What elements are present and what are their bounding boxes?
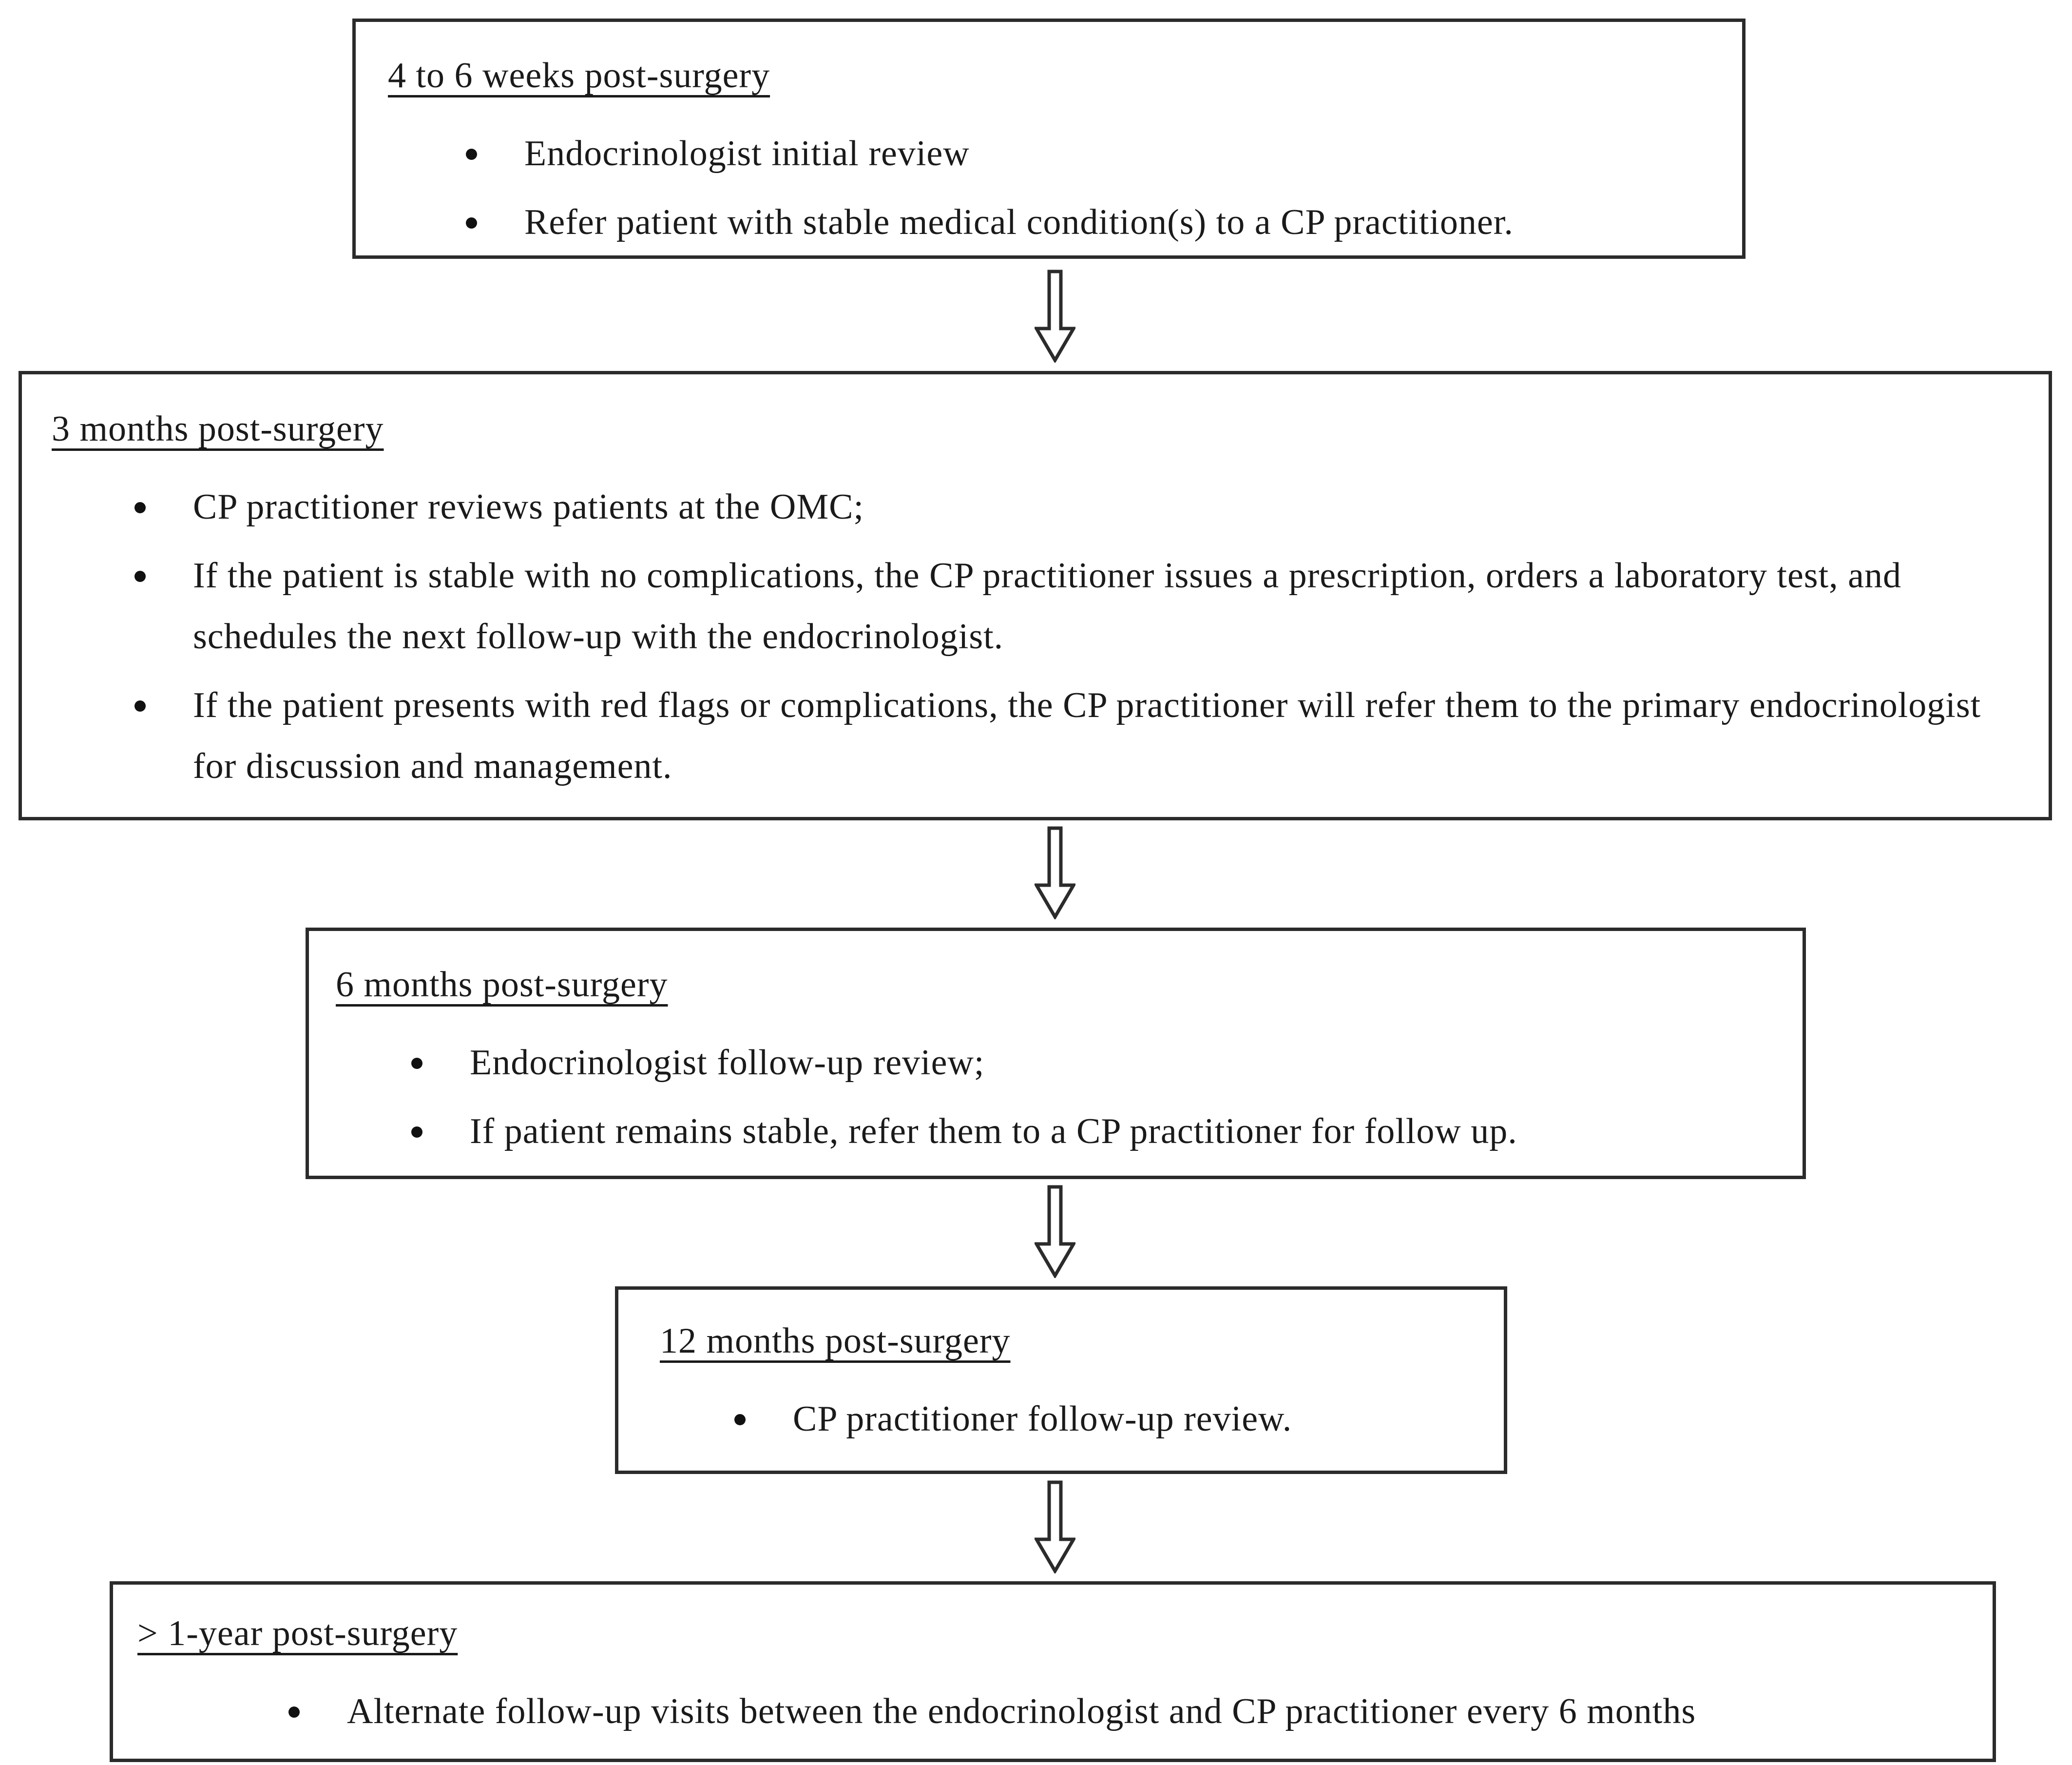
bullet-list: Alternate follow-up visits between the e…: [284, 1681, 1963, 1742]
bullet-dot-icon: [411, 1058, 422, 1069]
bullet-item: Alternate follow-up visits between the e…: [284, 1681, 1963, 1742]
bullet-text: If the patient presents with red flags o…: [193, 685, 1981, 786]
stage-box-3-months-post-surgery: 3 months post-surgery CP practitioner re…: [19, 371, 2052, 820]
bullet-item: If the patient presents with red flags o…: [130, 675, 2014, 797]
stage-box-12-months-post-surgery: 12 months post-surgery CP practitioner f…: [615, 1286, 1507, 1474]
bullet-text: If the patient is stable with no complic…: [193, 556, 1902, 657]
stage-heading: 12 months post-surgery: [660, 1321, 1011, 1361]
bullet-list: CP practitioner follow-up review.: [729, 1389, 1479, 1450]
bullet-dot-icon: [288, 1707, 300, 1718]
bullet-item: CP practitioner reviews patients at the …: [130, 477, 2014, 538]
stage-heading: > 1-year post-surgery: [137, 1613, 458, 1653]
down-arrow-icon: [1035, 270, 1075, 363]
bullet-list: Endocrinologist follow-up review; If pat…: [406, 1032, 1773, 1162]
bullet-item: Endocrinologist initial review: [461, 123, 1713, 184]
bullet-dot-icon: [134, 700, 146, 712]
bullet-dot-icon: [734, 1414, 746, 1425]
bullet-item: Refer patient with stable medical condit…: [461, 192, 1713, 253]
bullet-dot-icon: [466, 217, 477, 229]
bullet-text: If patient remains stable, refer them to…: [470, 1111, 1517, 1151]
bullet-list: CP practitioner reviews patients at the …: [130, 477, 2014, 797]
bullet-item: If the patient is stable with no complic…: [130, 545, 2014, 667]
bullet-dot-icon: [411, 1126, 422, 1138]
stage-box-6-months-post-surgery: 6 months post-surgery Endocrinologist fo…: [306, 928, 1806, 1179]
bullet-dot-icon: [134, 571, 146, 582]
bullet-text: Refer patient with stable medical condit…: [524, 202, 1514, 242]
bullet-item: If patient remains stable, refer them to…: [406, 1101, 1773, 1162]
stage-heading: 6 months post-surgery: [336, 965, 668, 1005]
bullet-list: Endocrinologist initial review Refer pat…: [461, 123, 1713, 253]
down-arrow-icon: [1035, 826, 1075, 919]
stage-heading: 4 to 6 weeks post-surgery: [388, 56, 770, 96]
bullet-dot-icon: [134, 502, 146, 513]
bullet-text: Endocrinologist follow-up review;: [470, 1043, 985, 1083]
stage-box-4-6-weeks-post-surgery: 4 to 6 weeks post-surgery Endocrinologis…: [352, 19, 1746, 259]
bullet-dot-icon: [466, 149, 477, 160]
bullet-text: CP practitioner follow-up review.: [793, 1399, 1292, 1439]
bullet-text: CP practitioner reviews patients at the …: [193, 487, 864, 527]
bullet-item: CP practitioner follow-up review.: [729, 1389, 1479, 1450]
stage-box-over-1-year-post-surgery: > 1-year post-surgery Alternate follow-u…: [110, 1581, 1996, 1762]
stage-heading: 3 months post-surgery: [52, 409, 384, 449]
down-arrow-icon: [1035, 1185, 1075, 1278]
bullet-text: Alternate follow-up visits between the e…: [347, 1691, 1696, 1731]
bullet-item: Endocrinologist follow-up review;: [406, 1032, 1773, 1093]
bullet-text: Endocrinologist initial review: [524, 134, 970, 174]
down-arrow-icon: [1035, 1480, 1075, 1573]
